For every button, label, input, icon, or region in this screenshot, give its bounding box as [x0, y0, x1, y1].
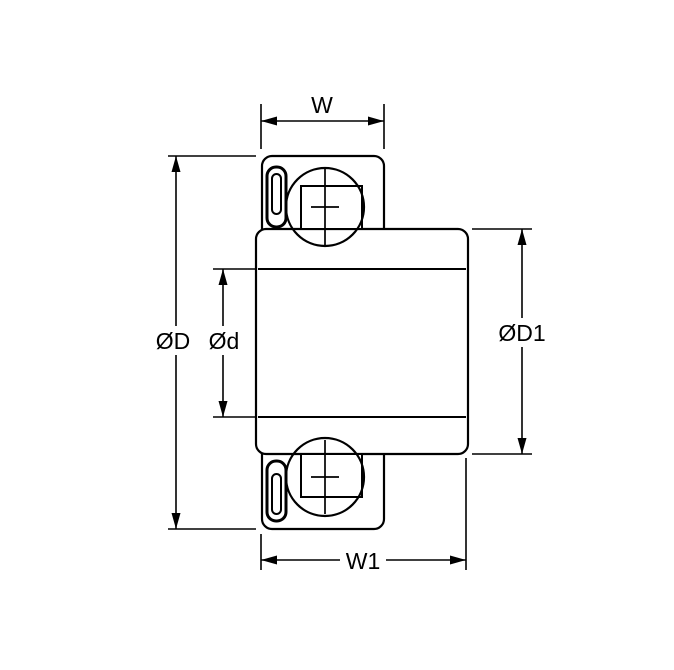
- dim-label-w1: W1: [346, 548, 381, 574]
- dim-od-label-bg: [148, 326, 200, 355]
- set-screw-bottom: [284, 436, 366, 518]
- dim-w1-label-bg: [340, 546, 386, 574]
- inner-ring: [254, 227, 470, 456]
- dim-od1-arrow-bottom: [517, 438, 527, 454]
- seal-bottom-inner: [271, 473, 282, 515]
- dimension-od: ØD: [148, 155, 256, 530]
- seal-top-outer: [265, 165, 288, 229]
- seal-top: [265, 165, 288, 229]
- seal-top-inner: [271, 173, 282, 215]
- dimension-od1: ØD1: [472, 228, 554, 455]
- dim-w1-arrow-left: [261, 555, 277, 565]
- dimension-w: W: [260, 92, 385, 149]
- dim-od1-arrow-top: [517, 229, 527, 245]
- seal-bottom-outer: [265, 459, 288, 523]
- dim-label-od1: ØD1: [498, 320, 545, 346]
- dim-od1-label-bg: [490, 318, 554, 347]
- dimension-w1: W1: [260, 458, 467, 574]
- dim-od-arrow-bottom: [171, 513, 181, 529]
- dim-label-od: ØD: [156, 328, 191, 354]
- seal-bottom: [265, 459, 288, 523]
- set-screw-bottom-body: [300, 453, 363, 498]
- dim-d-arrow-bottom: [218, 401, 228, 417]
- dim-label-w: W: [311, 92, 333, 118]
- dim-od-arrow-top: [171, 156, 181, 172]
- dim-d-arrow-top: [218, 269, 228, 285]
- dimension-d: Ød: [202, 268, 255, 418]
- dim-d-label-bg: [202, 326, 246, 355]
- dim-w1-arrow-right: [450, 555, 466, 565]
- set-screw-top: [284, 166, 366, 248]
- dim-w-arrow-right: [368, 116, 384, 126]
- dim-label-d: Ød: [209, 328, 240, 354]
- dim-w-arrow-left: [261, 116, 277, 126]
